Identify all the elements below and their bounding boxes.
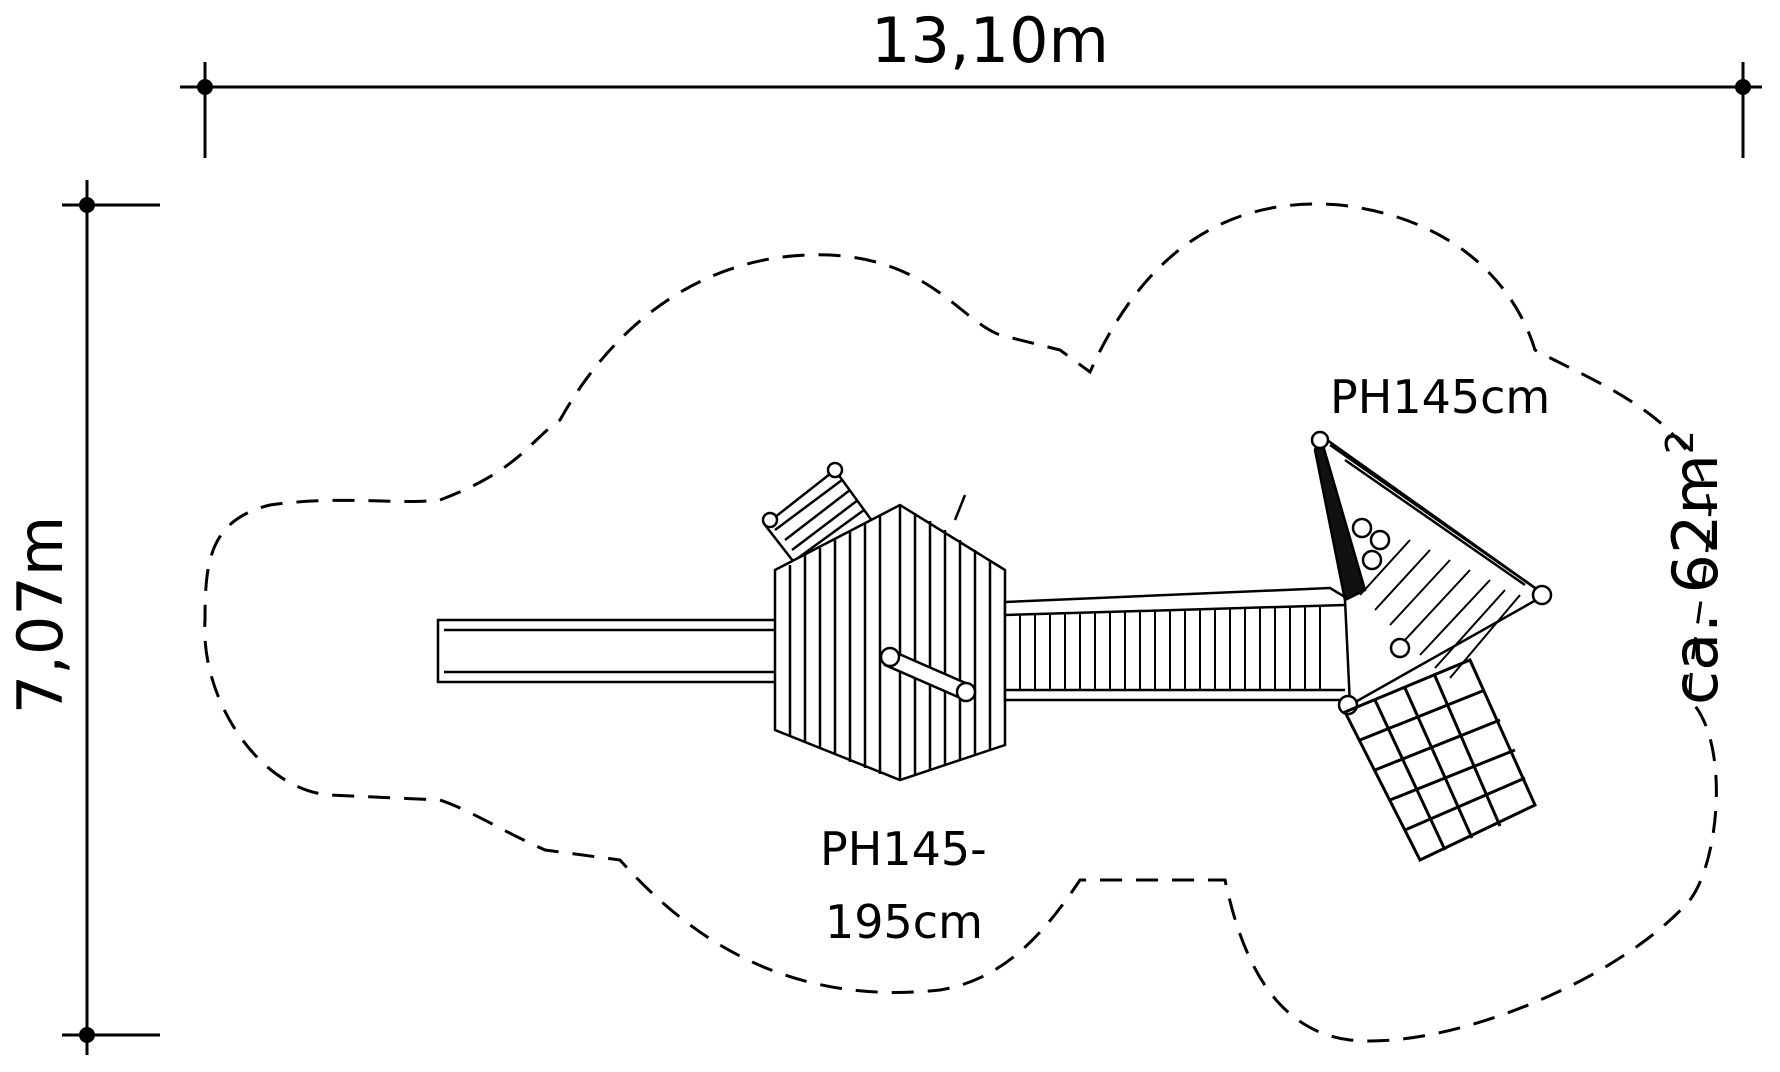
slide: [436, 618, 780, 684]
width-dim-left-dot: [197, 79, 213, 95]
height-dimension: [62, 180, 160, 1055]
area-label-text: ca. 62m: [1659, 454, 1732, 705]
safety-zone-outline: [203, 202, 1718, 1043]
height-label: 7,07m: [4, 516, 77, 714]
width-label: 13,10m: [871, 4, 1109, 77]
height-dim-bottom-dot: [79, 1027, 95, 1043]
tower-ladder: [761, 461, 877, 572]
platform-height-right-label: PH145cm: [1330, 370, 1550, 424]
area-label-superscript: 2: [1658, 430, 1702, 454]
area-label: ca. 62m2: [1658, 430, 1732, 705]
bridge-planks: [1019, 605, 1321, 690]
bridge: [1003, 586, 1372, 702]
height-dim-top-dot: [79, 197, 95, 213]
left-tower: [773, 503, 1007, 782]
width-dimension: [180, 62, 1762, 158]
width-dim-right-dot: [1735, 79, 1751, 95]
platform-height-left-label-line2: 195cm: [825, 895, 983, 949]
tower-rail: [879, 494, 977, 703]
platform-height-left-label-line1: PH145-: [820, 822, 987, 876]
svg-text:ca. 62m2: ca. 62m2: [1658, 430, 1732, 705]
right-tower: [1313, 430, 1548, 708]
climbing-net: [1342, 658, 1537, 862]
